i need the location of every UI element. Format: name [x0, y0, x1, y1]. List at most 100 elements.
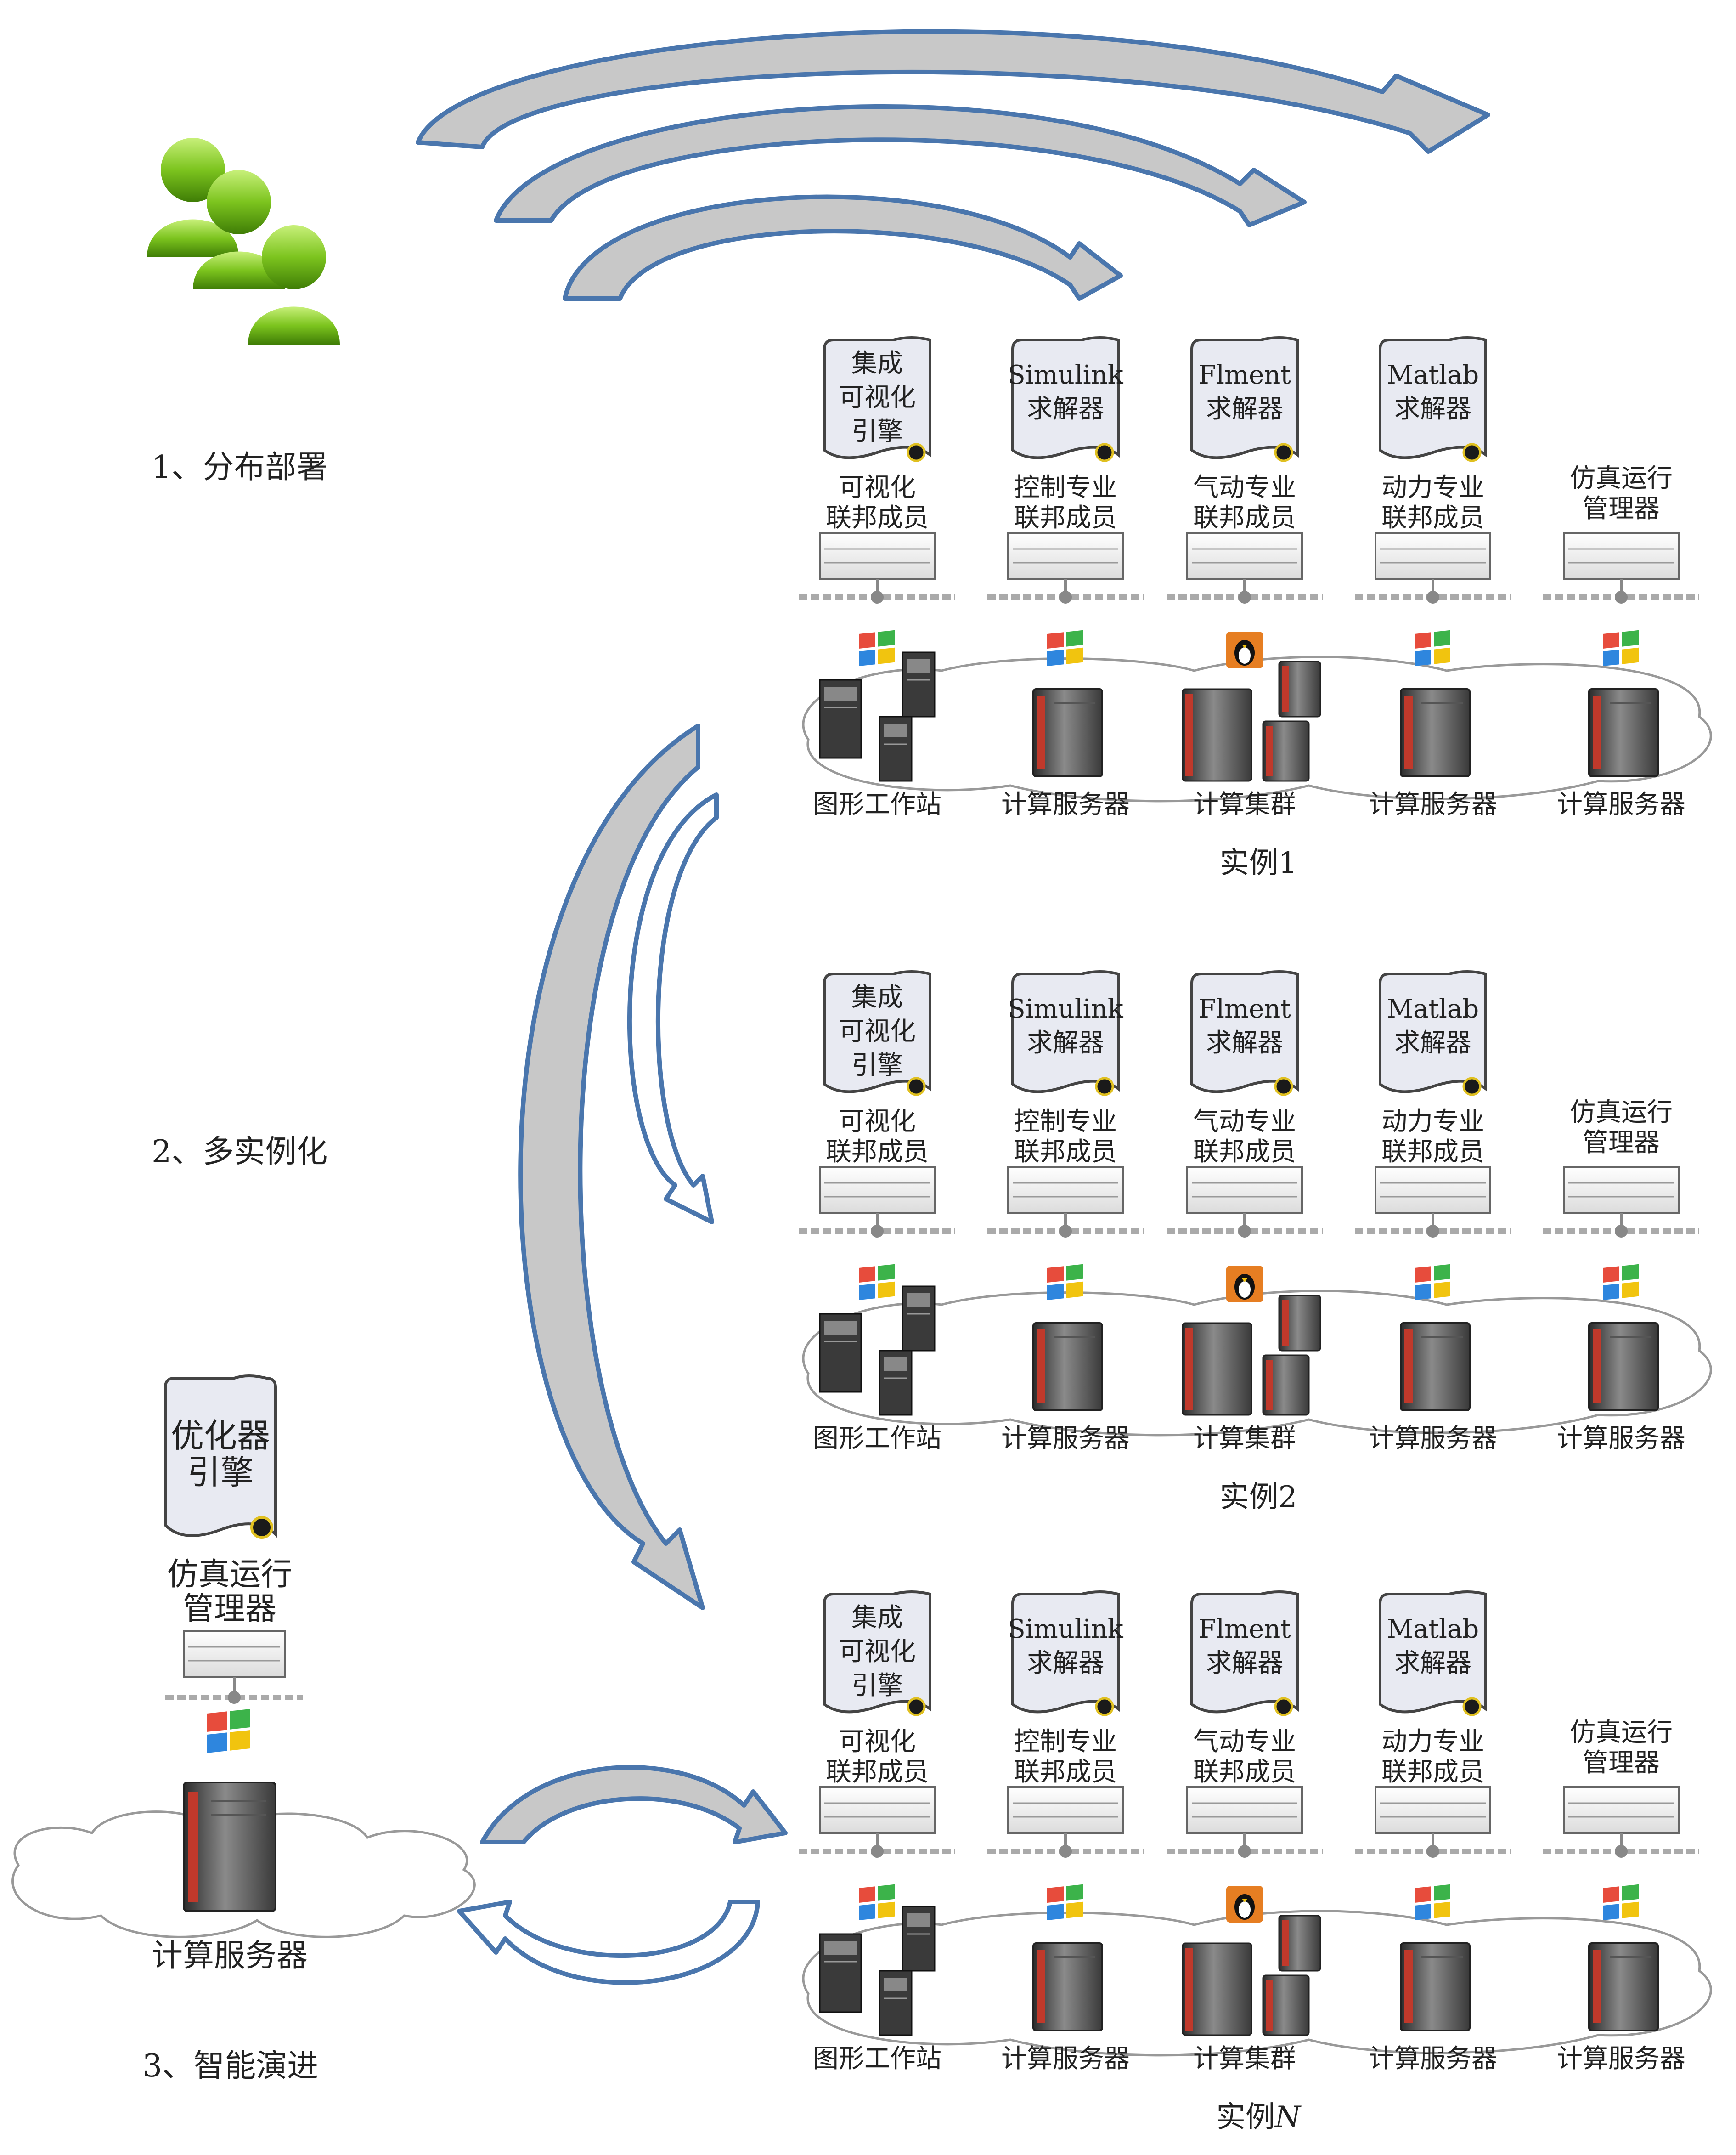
windows-icon	[1603, 630, 1639, 666]
host-5: 计算服务器	[1557, 1884, 1685, 2074]
member-label-line: 仿真运行	[1570, 1718, 1673, 1748]
instance-title-text: 实例	[1216, 2100, 1275, 2134]
member-doc-line: Simulink	[1008, 994, 1123, 1024]
rack-server	[799, 532, 955, 604]
instance-title-italic: N	[1274, 2100, 1302, 2134]
windows-icon	[1603, 1264, 1639, 1300]
member-doc-line: 求解器	[1027, 1648, 1104, 1678]
compute-server	[1400, 1942, 1471, 2031]
gear-icon	[1462, 1697, 1482, 1716]
cluster-node	[1278, 1915, 1321, 1972]
step-label-1: 1、分布部署	[152, 449, 327, 486]
member-label-line: 可视化	[839, 1107, 916, 1137]
host-4: 计算服务器	[1369, 630, 1497, 820]
rack-server	[1355, 1166, 1511, 1238]
host-label: 计算服务器	[1369, 2044, 1497, 2074]
gear-icon	[1462, 1077, 1482, 1096]
windows-icon	[859, 630, 895, 666]
workstation-tower	[819, 679, 862, 759]
optimizer-manager-line-2: 管理器	[183, 1591, 276, 1627]
member-label-line: 联邦成员	[826, 503, 929, 533]
compute-server	[1032, 1942, 1103, 2031]
instance-2: 集成可视化引擎可视化联邦成员Simulink求解器控制专业联邦成员Flment求…	[799, 970, 1712, 1514]
windows-icon	[1415, 1264, 1450, 1300]
member-doc-line: 引擎	[851, 417, 903, 447]
host-3: 计算集群	[1182, 1266, 1321, 1454]
host-4: 计算服务器	[1369, 1884, 1497, 2074]
host-label: 计算服务器	[1001, 2044, 1130, 2074]
instance-title: 实例N	[1216, 2100, 1302, 2134]
workstation-tower	[879, 1970, 913, 2036]
member-doc-line: Simulink	[1008, 360, 1123, 390]
member-label-line: 联邦成员	[1193, 1137, 1296, 1167]
member-label-line: 联邦成员	[1381, 503, 1484, 533]
step-label-2: 2、多实例化	[152, 1134, 327, 1170]
member-doc-line: 集成	[851, 983, 903, 1012]
windows-icon	[1047, 1264, 1083, 1300]
member-label-line: 可视化	[839, 473, 916, 503]
member-label-line: 联邦成员	[1193, 503, 1296, 533]
host-5: 计算服务器	[1557, 1264, 1685, 1454]
instantiate-arrow-short	[627, 792, 719, 1224]
host-label: 计算服务器	[1557, 2044, 1685, 2074]
member-doc: Flment 求解器	[1190, 336, 1299, 462]
windows-icon	[1047, 630, 1083, 666]
member-label-line: 仿真运行	[1570, 1097, 1673, 1127]
host-label: 计算集群	[1193, 1424, 1296, 1454]
host-label: 图形工作站	[813, 1424, 941, 1454]
host-3: 计算集群	[1182, 632, 1321, 820]
rack-server	[987, 1786, 1144, 1858]
host-label: 计算服务器	[1557, 1424, 1685, 1454]
member-label-line: 仿真运行	[1570, 464, 1673, 493]
linux-icon	[1226, 1886, 1263, 1923]
rack-server	[1167, 532, 1323, 604]
evolution-arrow-left	[457, 1900, 760, 1985]
users-icon	[147, 138, 340, 345]
workstation-tower	[879, 1350, 913, 1416]
member-label-line: 联邦成员	[826, 1137, 929, 1167]
gear-icon	[1462, 443, 1482, 462]
member-doc-line: 求解器	[1027, 394, 1104, 424]
rack-server	[987, 532, 1144, 604]
optimizer-rack-server	[165, 1630, 303, 1704]
windows-icon	[1415, 1884, 1450, 1920]
optimizer-engine-doc: 优化器 引擎	[164, 1374, 277, 1539]
instantiate-arrows	[518, 724, 719, 1610]
gear-icon	[907, 1077, 926, 1096]
rack-server	[987, 1166, 1144, 1238]
member-doc-line: 求解器	[1206, 394, 1283, 424]
member-doc-line: 集成	[851, 349, 903, 379]
member-doc-line: Flment	[1198, 994, 1291, 1024]
host-label: 计算服务器	[1369, 1424, 1497, 1454]
member-doc-line: Flment	[1198, 360, 1291, 390]
member-label-line: 联邦成员	[1381, 1137, 1484, 1167]
instantiate-arrow-long	[518, 724, 705, 1610]
compute-server	[1588, 1322, 1659, 1411]
windows-icon	[859, 1884, 895, 1920]
member-doc: Simulink 求解器	[1008, 336, 1124, 462]
member-label-line: 气动专业	[1193, 1107, 1296, 1137]
member-doc-line: Matlab	[1387, 994, 1479, 1024]
linux-icon	[1226, 632, 1263, 668]
rack-server	[1167, 1786, 1323, 1858]
member-doc-line: Simulink	[1008, 1614, 1123, 1644]
host-label: 计算服务器	[1001, 790, 1130, 820]
member-label-line: 控制专业	[1014, 1727, 1117, 1757]
compute-server	[1032, 1322, 1103, 1411]
evolution-arrows	[457, 1765, 788, 1985]
optimizer-block: 优化器 引擎 仿真运行 管理器 计算服务器	[11, 1374, 476, 1974]
optimizer-doc-line-1: 优化器	[171, 1416, 270, 1455]
member-doc-line: 引擎	[851, 1051, 903, 1080]
cluster-node	[1262, 1974, 1310, 2036]
step-label-3: 3、智能演进	[142, 2048, 318, 2084]
